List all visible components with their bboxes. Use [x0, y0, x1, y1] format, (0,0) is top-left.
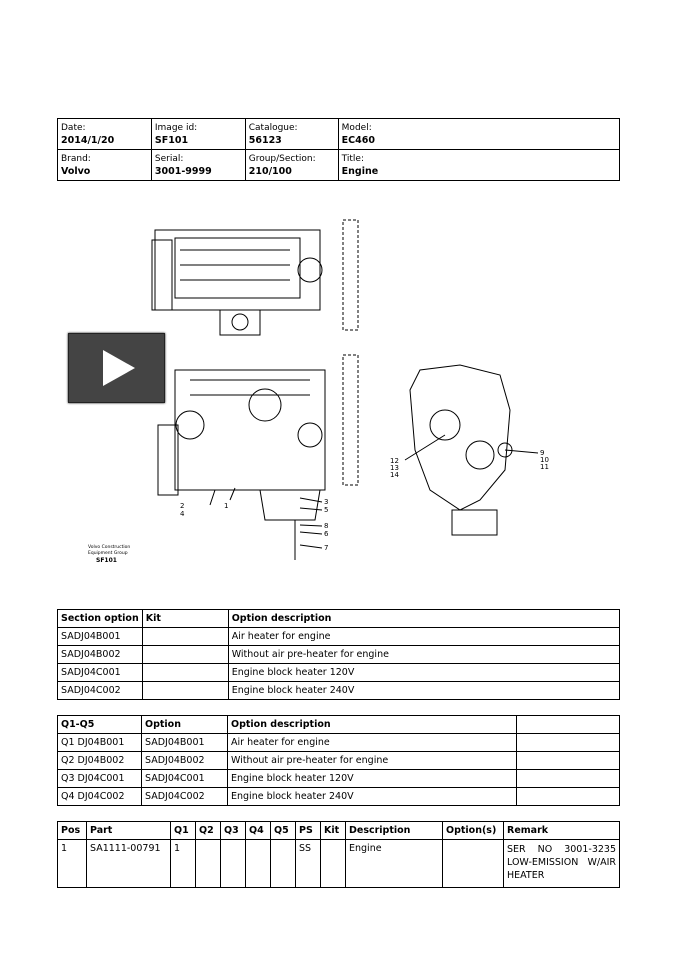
q-option-table: Q1-Q5 Option Option description Q1 DJ04B…	[57, 715, 620, 806]
column-header: Description	[345, 821, 443, 840]
callout-2: 2	[180, 502, 184, 510]
column-header: Remark	[503, 821, 620, 840]
model-value: EC460	[341, 135, 375, 146]
play-button[interactable]	[68, 333, 165, 403]
callout-14: 14	[390, 471, 399, 479]
engine-diagram: 3 5 8 6 7 2 4 1 9 10 11 12 13 14 Volvo C…	[88, 219, 549, 564]
callout-11: 11	[540, 463, 549, 471]
brand-cell: Brand:Volvo	[57, 149, 152, 181]
column-header: Kit	[320, 821, 346, 840]
diagram-caption-id: SF101	[96, 557, 117, 564]
callout-7: 7	[324, 544, 328, 552]
callout-5: 5	[324, 506, 328, 514]
diagram-caption-line2: Equipment Group	[88, 550, 128, 556]
engine-top-oilpan	[219, 310, 261, 336]
title-cell: Title:Engine	[337, 149, 621, 181]
engine-top-pulley	[231, 313, 249, 331]
part-description: Engine	[345, 839, 443, 888]
engine-top-lines	[180, 249, 290, 281]
date-value: 2014/1/20	[61, 135, 115, 146]
column-header: Q2	[195, 821, 221, 840]
engine-front-pulley-a	[429, 409, 461, 441]
part-number: SA1111-00791	[86, 839, 171, 888]
engine-side-block	[174, 369, 326, 491]
engine-side-pulley	[297, 422, 323, 448]
title-value: Engine	[341, 166, 379, 177]
part-remark: SER NO 3001-3235 LOW-EMISSION W/AIR HEAT…	[503, 839, 620, 888]
column-header: Q1-Q5	[57, 715, 142, 734]
group-cell: Group/Section:210/100	[244, 149, 339, 181]
catalogue-cell: Catalogue:56123	[244, 118, 339, 150]
image-id-cell: Image id:SF101	[150, 118, 246, 150]
engine-top-side	[151, 239, 173, 311]
serial-cell: Serial:3001-9999	[150, 149, 246, 181]
callout-13: 13	[390, 464, 399, 472]
column-header: Option(s)	[442, 821, 504, 840]
column-header: Part	[86, 821, 171, 840]
callout-1: 1	[224, 502, 228, 510]
engine-front-outline	[409, 364, 511, 511]
parts-table: Pos Part Q1 Q2 Q3 Q4 Q5 PS Kit Descripti…	[57, 821, 620, 888]
column-header: Kit	[141, 609, 229, 628]
callout-6: 6	[324, 530, 329, 538]
engine-top-cover	[174, 237, 301, 299]
date-cell: Date:2014/1/20	[57, 118, 152, 150]
engine-front-oilpan	[451, 509, 498, 536]
section-option-table: Section option Kit Option description SA…	[57, 609, 621, 700]
column-header: Option description	[227, 609, 621, 628]
column-header	[516, 715, 620, 734]
table-header-row: Section option Kit Option description	[57, 609, 621, 628]
table-row: 1 SA1111-00791 1 SS Engine SER NO 3001-3…	[57, 839, 620, 888]
group-value: 210/100	[248, 166, 292, 177]
column-header: Q3	[220, 821, 246, 840]
table-header-row: Pos Part Q1 Q2 Q3 Q4 Q5 PS Kit Descripti…	[57, 821, 620, 840]
play-icon	[103, 350, 135, 386]
engine-side-lines	[190, 379, 310, 396]
catalogue-value: 56123	[248, 135, 282, 146]
callout-10: 10	[540, 456, 549, 464]
callout-12: 12	[390, 457, 399, 465]
engine-top-dashed-box	[342, 219, 359, 331]
column-header: Pos	[57, 821, 87, 840]
info-table: Date:2014/1/20 Image id:SF101 Catalogue:…	[57, 118, 621, 181]
callout-4: 4	[180, 510, 185, 518]
serial-value: 3001-9999	[154, 166, 212, 177]
engine-side-filter	[157, 424, 179, 496]
column-header: Q5	[270, 821, 296, 840]
engine-side-wheel	[175, 410, 205, 440]
table-header-row: Q1-Q5 Option Option description	[57, 715, 620, 734]
diagram-caption-line1: Volvo Construction	[88, 544, 130, 550]
column-header: Option	[141, 715, 228, 734]
column-header: PS	[295, 821, 321, 840]
column-header: Option description	[227, 715, 517, 734]
engine-top-body	[154, 229, 321, 311]
callout-8: 8	[324, 522, 328, 530]
column-header: Section option	[57, 609, 143, 628]
engine-front-pulley-c	[497, 442, 513, 458]
engine-side-oilpan	[259, 489, 321, 521]
callout-9: 9	[540, 449, 544, 457]
column-header: Q1	[170, 821, 196, 840]
callout-3: 3	[324, 498, 328, 506]
engine-side-dashed-box	[342, 354, 359, 486]
image-id-value: SF101	[154, 135, 189, 146]
brand-value: Volvo	[61, 166, 91, 177]
engine-top-fan	[297, 257, 323, 283]
engine-side-turbo	[248, 388, 282, 422]
column-header: Q4	[245, 821, 271, 840]
engine-front-pulley-b	[465, 440, 495, 470]
model-cell: Model:EC460	[337, 118, 621, 150]
